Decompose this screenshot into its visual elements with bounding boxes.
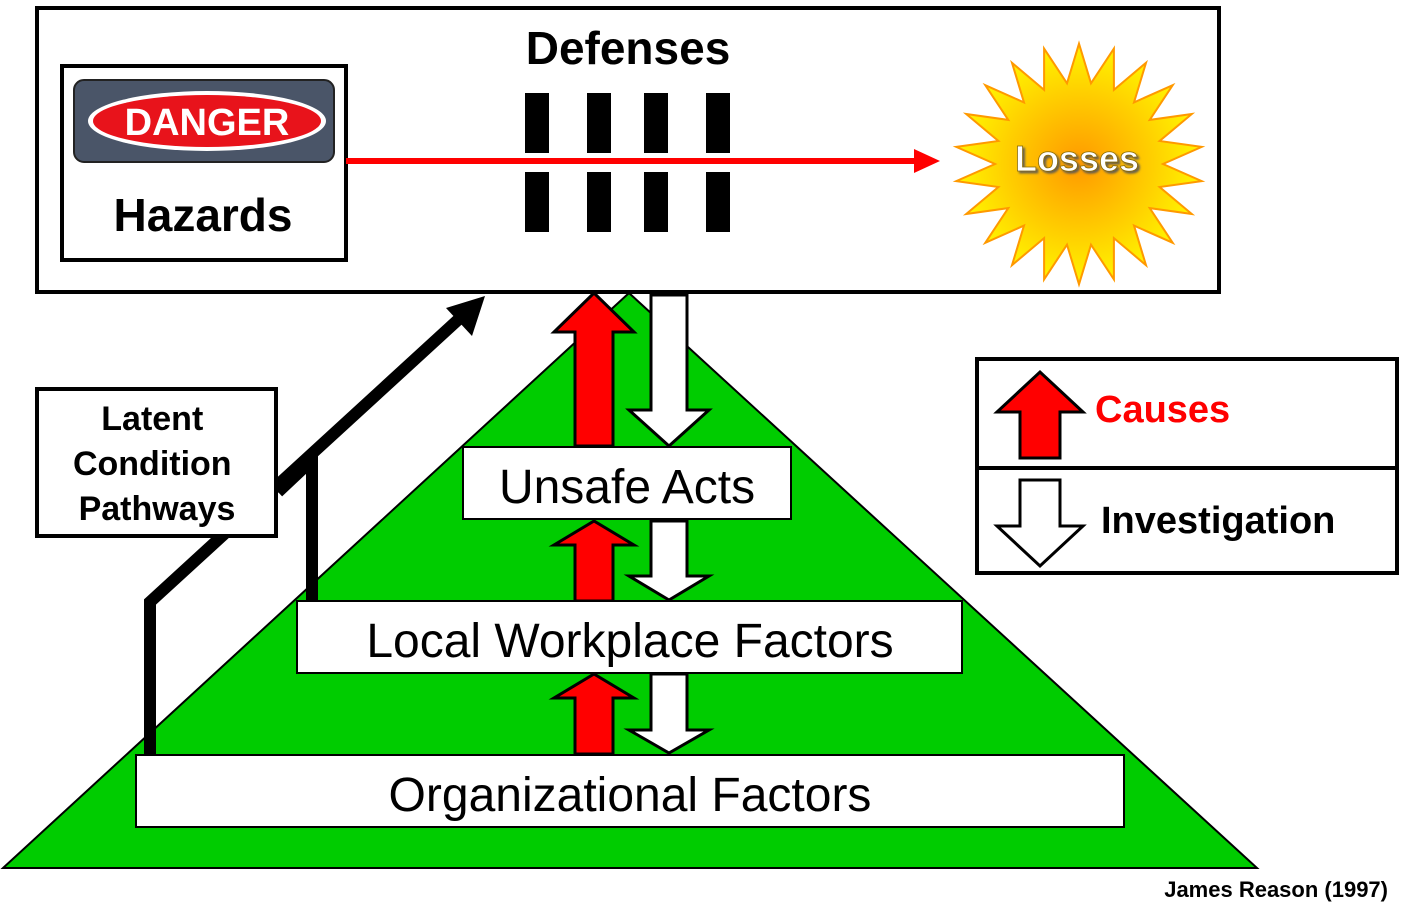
legend-causes-label: Causes — [1095, 389, 1230, 431]
latent-line-1: Latent — [101, 400, 203, 438]
investigation-arrow-down — [625, 293, 713, 449]
level-label-organizational-factors: Organizational Factors — [389, 769, 872, 822]
level-label-unsafe-acts: Unsafe Acts — [499, 461, 755, 514]
defense-barrier — [525, 93, 549, 153]
defense-barrier — [706, 172, 730, 232]
cause-arrow-up — [548, 672, 640, 756]
hazards-label: Hazards — [114, 189, 293, 241]
legend: Causes Investigation — [975, 357, 1399, 575]
defenses-title: Defenses — [526, 22, 731, 74]
investigation-arrow-down — [623, 519, 715, 602]
latent-pathway-line — [273, 446, 318, 601]
latent-condition-label: Latent Condition Pathways — [73, 400, 241, 528]
latent-condition-box — [35, 387, 278, 538]
defense-barriers — [525, 93, 730, 232]
latent-pathway-arrowhead — [446, 296, 485, 336]
defense-barrier — [525, 172, 549, 232]
danger-sign: DANGER — [73, 79, 335, 163]
level-box-organizational-factors — [135, 754, 1125, 828]
danger-sign-text: DANGER — [125, 102, 290, 144]
cause-arrow-up — [548, 519, 640, 603]
level-box-unsafe-acts — [462, 446, 792, 520]
losses-burst: Losses — [952, 40, 1206, 288]
cause-arrow-up — [550, 290, 638, 448]
losses-label: Losses — [1015, 138, 1139, 179]
level-label-local-workplace-factors: Local Workplace Factors — [366, 615, 893, 668]
latent-pathway-line — [144, 313, 465, 754]
latent-line-3: Pathways — [79, 490, 236, 528]
hazard-trajectory-arrow — [346, 149, 940, 173]
defense-barrier — [644, 172, 668, 232]
legend-investigation-label: Investigation — [1101, 500, 1335, 542]
defense-barrier — [644, 93, 668, 153]
investigation-arrow-down — [623, 672, 715, 755]
legend-investigation-arrow — [993, 478, 1087, 569]
level-box-local-workplace-factors — [296, 600, 963, 674]
citation: James Reason (1997) — [1164, 877, 1388, 902]
defense-barrier — [706, 93, 730, 153]
latent-line-2: Condition — [73, 445, 232, 483]
defense-barrier — [587, 93, 611, 153]
legend-causes-arrow — [993, 369, 1087, 460]
defense-barrier — [587, 172, 611, 232]
